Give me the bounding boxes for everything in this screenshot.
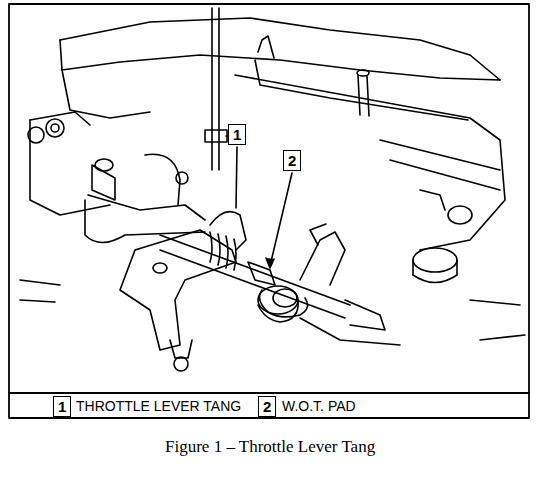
figure-caption: Figure 1 – Throttle Lever Tang bbox=[165, 437, 375, 457]
legend-number: 2 bbox=[258, 396, 276, 417]
callout-number: 2 bbox=[283, 150, 301, 171]
callout-number: 1 bbox=[228, 124, 246, 145]
legend-label: THROTTLE LEVER TANG bbox=[76, 397, 241, 416]
legend-number: 1 bbox=[53, 396, 71, 417]
legend-label: W.O.T. PAD bbox=[282, 397, 356, 416]
